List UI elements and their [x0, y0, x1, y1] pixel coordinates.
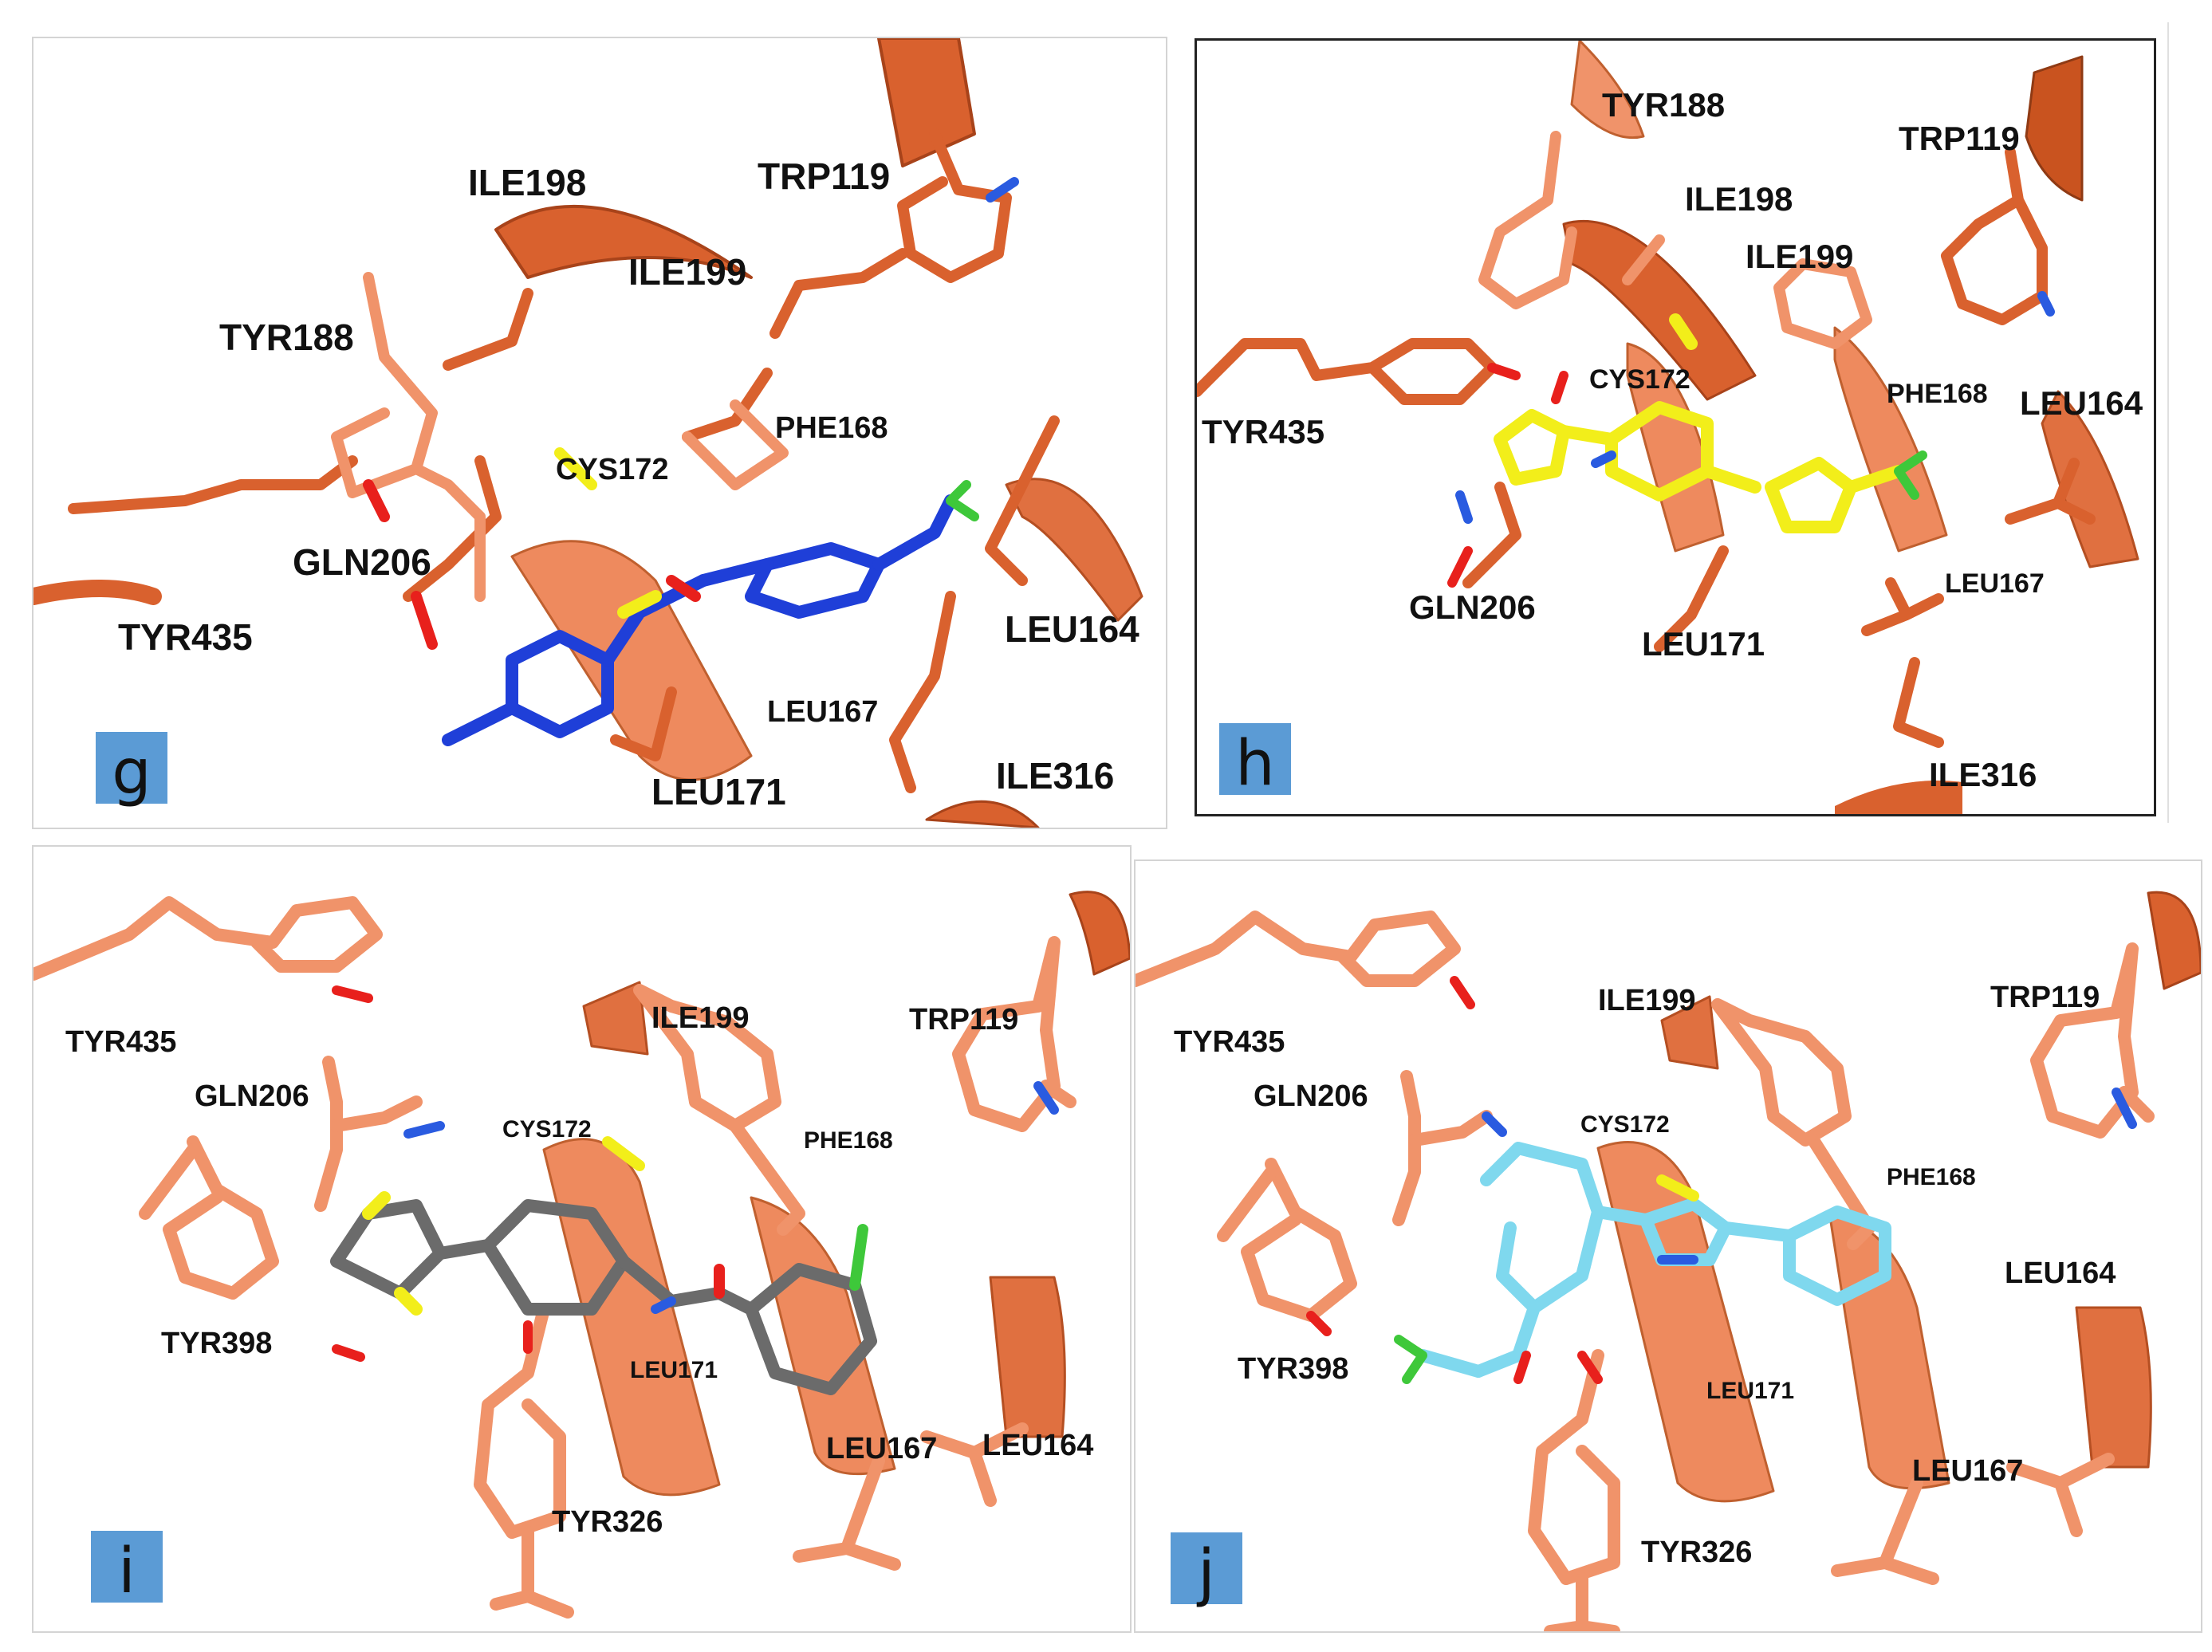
label-tyr398: TYR398: [161, 1327, 273, 1360]
ligand-j-ring-saturated: [1480, 1142, 1604, 1314]
panel-badge-h: h: [1219, 723, 1291, 795]
panel-g: ILE198 TRP119 ILE199 TYR188 PHE168 CYS17…: [32, 37, 1167, 829]
label-leu171: LEU171: [651, 771, 786, 812]
label-trp119: TRP119: [758, 155, 891, 197]
label-gln206: GLN206: [195, 1080, 309, 1113]
label-ile199: ILE199: [651, 1001, 750, 1035]
label-ile198: ILE198: [468, 162, 587, 203]
ligand-i-ring-chlorophenyl: [745, 1263, 877, 1395]
label-cys172: CYS172: [1580, 1111, 1670, 1138]
right-divider: [2167, 22, 2169, 823]
ligand-j-ring-phenyl: [1783, 1206, 1891, 1306]
label-tyr188: TYR188: [1602, 86, 1726, 124]
panel-g-structure: [33, 38, 1143, 828]
label-phe168: PHE168: [1887, 1164, 1976, 1190]
label-leu171: LEU171: [1706, 1378, 1795, 1404]
ligand-j-ring-oxadiazole: [1639, 1198, 1732, 1266]
label-ile199: ILE199: [1598, 984, 1696, 1017]
ligand-i-thiophene: [330, 1199, 447, 1300]
label-phe168: PHE168: [804, 1127, 893, 1154]
label-leu167: LEU167: [767, 695, 879, 729]
panel-h: TYR188 TRP119 ILE198 ILE199 CYS172 PHE16…: [1195, 38, 2156, 816]
label-ile316: ILE316: [1929, 756, 2037, 793]
label-gln206: GLN206: [1409, 588, 1536, 626]
label-trp119: TRP119: [1899, 120, 2020, 157]
ligand-h-ring-5: [1494, 409, 1570, 486]
label-cys172: CYS172: [556, 453, 669, 486]
label-ile316: ILE316: [996, 755, 1115, 796]
panel-i: TYR435 ILE199 TRP119 GLN206 CYS172 PHE16…: [32, 845, 1132, 1633]
label-tyr326: TYR326: [1641, 1536, 1753, 1569]
label-tyr326: TYR326: [552, 1505, 663, 1539]
helix-ribbon-top: [494, 204, 753, 279]
helix-ribbon-right-top: [877, 38, 976, 167]
label-ile199: ILE199: [1746, 238, 1854, 275]
ligand-g-ring-2: [745, 542, 885, 619]
helix-ribbon-left: [33, 580, 162, 605]
label-tyr435: TYR435: [118, 616, 253, 658]
label-leu167: LEU167: [826, 1432, 938, 1465]
label-tyr188: TYR188: [219, 317, 354, 358]
panel-j: TYR435 ILE199 TRP119 GLN206 CYS172 PHE16…: [1134, 859, 2202, 1633]
label-leu164: LEU164: [2005, 1257, 2116, 1290]
panel-badge-g: g: [96, 732, 167, 804]
label-ile198: ILE198: [1685, 180, 1793, 218]
label-leu167: LEU167: [1912, 1454, 2024, 1488]
helix-ribbon-right: [1005, 478, 1143, 622]
label-gln206: GLN206: [293, 541, 431, 583]
label-phe168: PHE168: [775, 411, 888, 445]
label-trp119: TRP119: [909, 1003, 1019, 1036]
label-cys172: CYS172: [1589, 364, 1690, 395]
panel-j-structure: [1136, 891, 2201, 1631]
label-leu171: LEU171: [630, 1357, 718, 1383]
label-tyr435: TYR435: [65, 1025, 177, 1059]
label-gln206: GLN206: [1254, 1080, 1368, 1113]
label-cys172: CYS172: [502, 1116, 592, 1143]
label-tyr435: TYR435: [1174, 1025, 1285, 1059]
label-tyr435: TYR435: [1202, 413, 1325, 450]
panel-h-structure: [1197, 41, 2139, 814]
label-leu164: LEU164: [2020, 384, 2143, 422]
panel-badge-i: i: [91, 1531, 163, 1603]
helix-ribbon-bottom-right: [925, 800, 1040, 828]
panel-badge-j: j: [1171, 1532, 1242, 1604]
label-tyr398: TYR398: [1238, 1352, 1349, 1386]
helix-ribbon-center: [510, 540, 753, 781]
panel-i-structure: [33, 891, 1130, 1619]
label-leu164: LEU164: [1005, 608, 1139, 650]
label-leu164: LEU164: [982, 1429, 1094, 1462]
label-ile199: ILE199: [628, 251, 747, 293]
label-phe168: PHE168: [1887, 379, 1988, 409]
label-trp119: TRP119: [1990, 981, 2100, 1014]
label-leu171: LEU171: [1642, 625, 1765, 663]
label-leu167: LEU167: [1945, 568, 2045, 599]
ligand-h-ring-pyrazole: [1765, 457, 1857, 533]
